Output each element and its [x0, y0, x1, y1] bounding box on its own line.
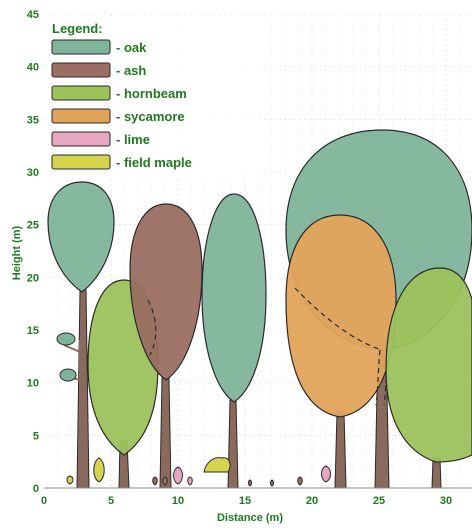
sycamore-tree-crown	[285, 214, 397, 418]
lime-sapling-left	[56, 332, 81, 488]
legend: Legend: - oak - ash - hornbeam - sycamore - …	[46, 16, 260, 176]
x-tick-label: 30	[440, 495, 452, 507]
y-tick-label: 30	[27, 167, 39, 179]
legend-swatch	[51, 131, 111, 147]
ash-sapling-1	[152, 476, 158, 486]
legend-item: - lime	[51, 131, 150, 147]
x-tick-label: 10	[172, 495, 184, 507]
y-tick-label: 10	[27, 378, 39, 390]
y-tick-label: 0	[33, 483, 39, 495]
x-tick-label: 15	[239, 495, 251, 507]
legend-item: - hornbeam	[51, 85, 187, 101]
legend-item: - field maple	[51, 154, 192, 170]
y-axis-ticks: 0 5 10 15 20 25 30 35 40 45	[27, 9, 39, 495]
hidden-crown-outline-1	[147, 299, 157, 356]
y-tick-label: 40	[27, 62, 39, 74]
legend-swatch	[51, 108, 111, 124]
lime-sapling-1	[173, 466, 183, 485]
ash-tree-crown	[129, 203, 203, 381]
field-maple-sapling-2	[203, 457, 231, 473]
x-tick-label: 20	[306, 495, 318, 507]
hornbeam-tree-2-crown	[385, 267, 472, 463]
legend-label: - field maple	[116, 155, 192, 170]
legend-label: - hornbeam	[116, 86, 187, 101]
sycamore-tree	[285, 214, 397, 489]
y-tick-label: 5	[33, 430, 39, 442]
oak-tree-2	[201, 193, 267, 489]
lime-sapling-2	[321, 465, 331, 483]
x-tick-label: 0	[41, 495, 47, 507]
legend-item: - sycamore	[51, 108, 185, 124]
field-maple-sapling-3	[66, 475, 74, 485]
legend-swatch	[51, 39, 111, 55]
y-tick-label: 45	[27, 9, 39, 21]
legend-label: - sycamore	[116, 109, 185, 124]
sycamore-tree-trunk	[334, 411, 347, 489]
y-tick-label: 35	[27, 114, 39, 126]
x-axis-ticks: 0 5 10 15 20 25 30	[41, 495, 452, 507]
y-tick-label: 25	[27, 220, 39, 232]
legend-label: - lime	[116, 132, 150, 147]
ash-sapling-3	[297, 476, 303, 486]
legend-item: - oak	[51, 39, 147, 55]
legend-label: - ash	[116, 63, 146, 78]
oak-tree-1-trunk	[76, 289, 90, 489]
legend-swatch	[51, 154, 111, 170]
hornbeam-tree-2	[385, 267, 472, 489]
legend-label: - oak	[116, 40, 147, 55]
legend-swatch	[51, 62, 111, 78]
ash-sapling-2	[162, 476, 168, 486]
legend-swatch	[51, 85, 111, 101]
ash-sapling-5	[270, 479, 274, 487]
x-axis-label: Distance (m)	[217, 512, 283, 524]
oak-tree-2-trunk	[227, 399, 239, 489]
legend-title: Legend:	[52, 21, 103, 36]
ground-saplings	[66, 457, 331, 487]
lime-leaf-1	[56, 332, 76, 346]
y-tick-label: 15	[27, 325, 39, 337]
y-tick-label: 20	[27, 272, 39, 284]
field-maple-sapling-1	[93, 457, 105, 483]
trees	[47, 129, 472, 489]
ash-tree	[129, 203, 203, 489]
lime-leaf-2	[59, 368, 77, 382]
ash-sapling-4	[248, 479, 252, 487]
legend-item: - ash	[51, 62, 146, 78]
y-axis-label: Height (m)	[11, 225, 23, 280]
lime-sapling-3	[187, 476, 193, 486]
oak-tree-1-crown	[47, 181, 115, 293]
x-tick-label: 5	[108, 495, 114, 507]
ash-tree-trunk	[159, 377, 172, 489]
x-tick-label: 25	[373, 495, 385, 507]
oak-tree-2-crown	[201, 193, 267, 403]
